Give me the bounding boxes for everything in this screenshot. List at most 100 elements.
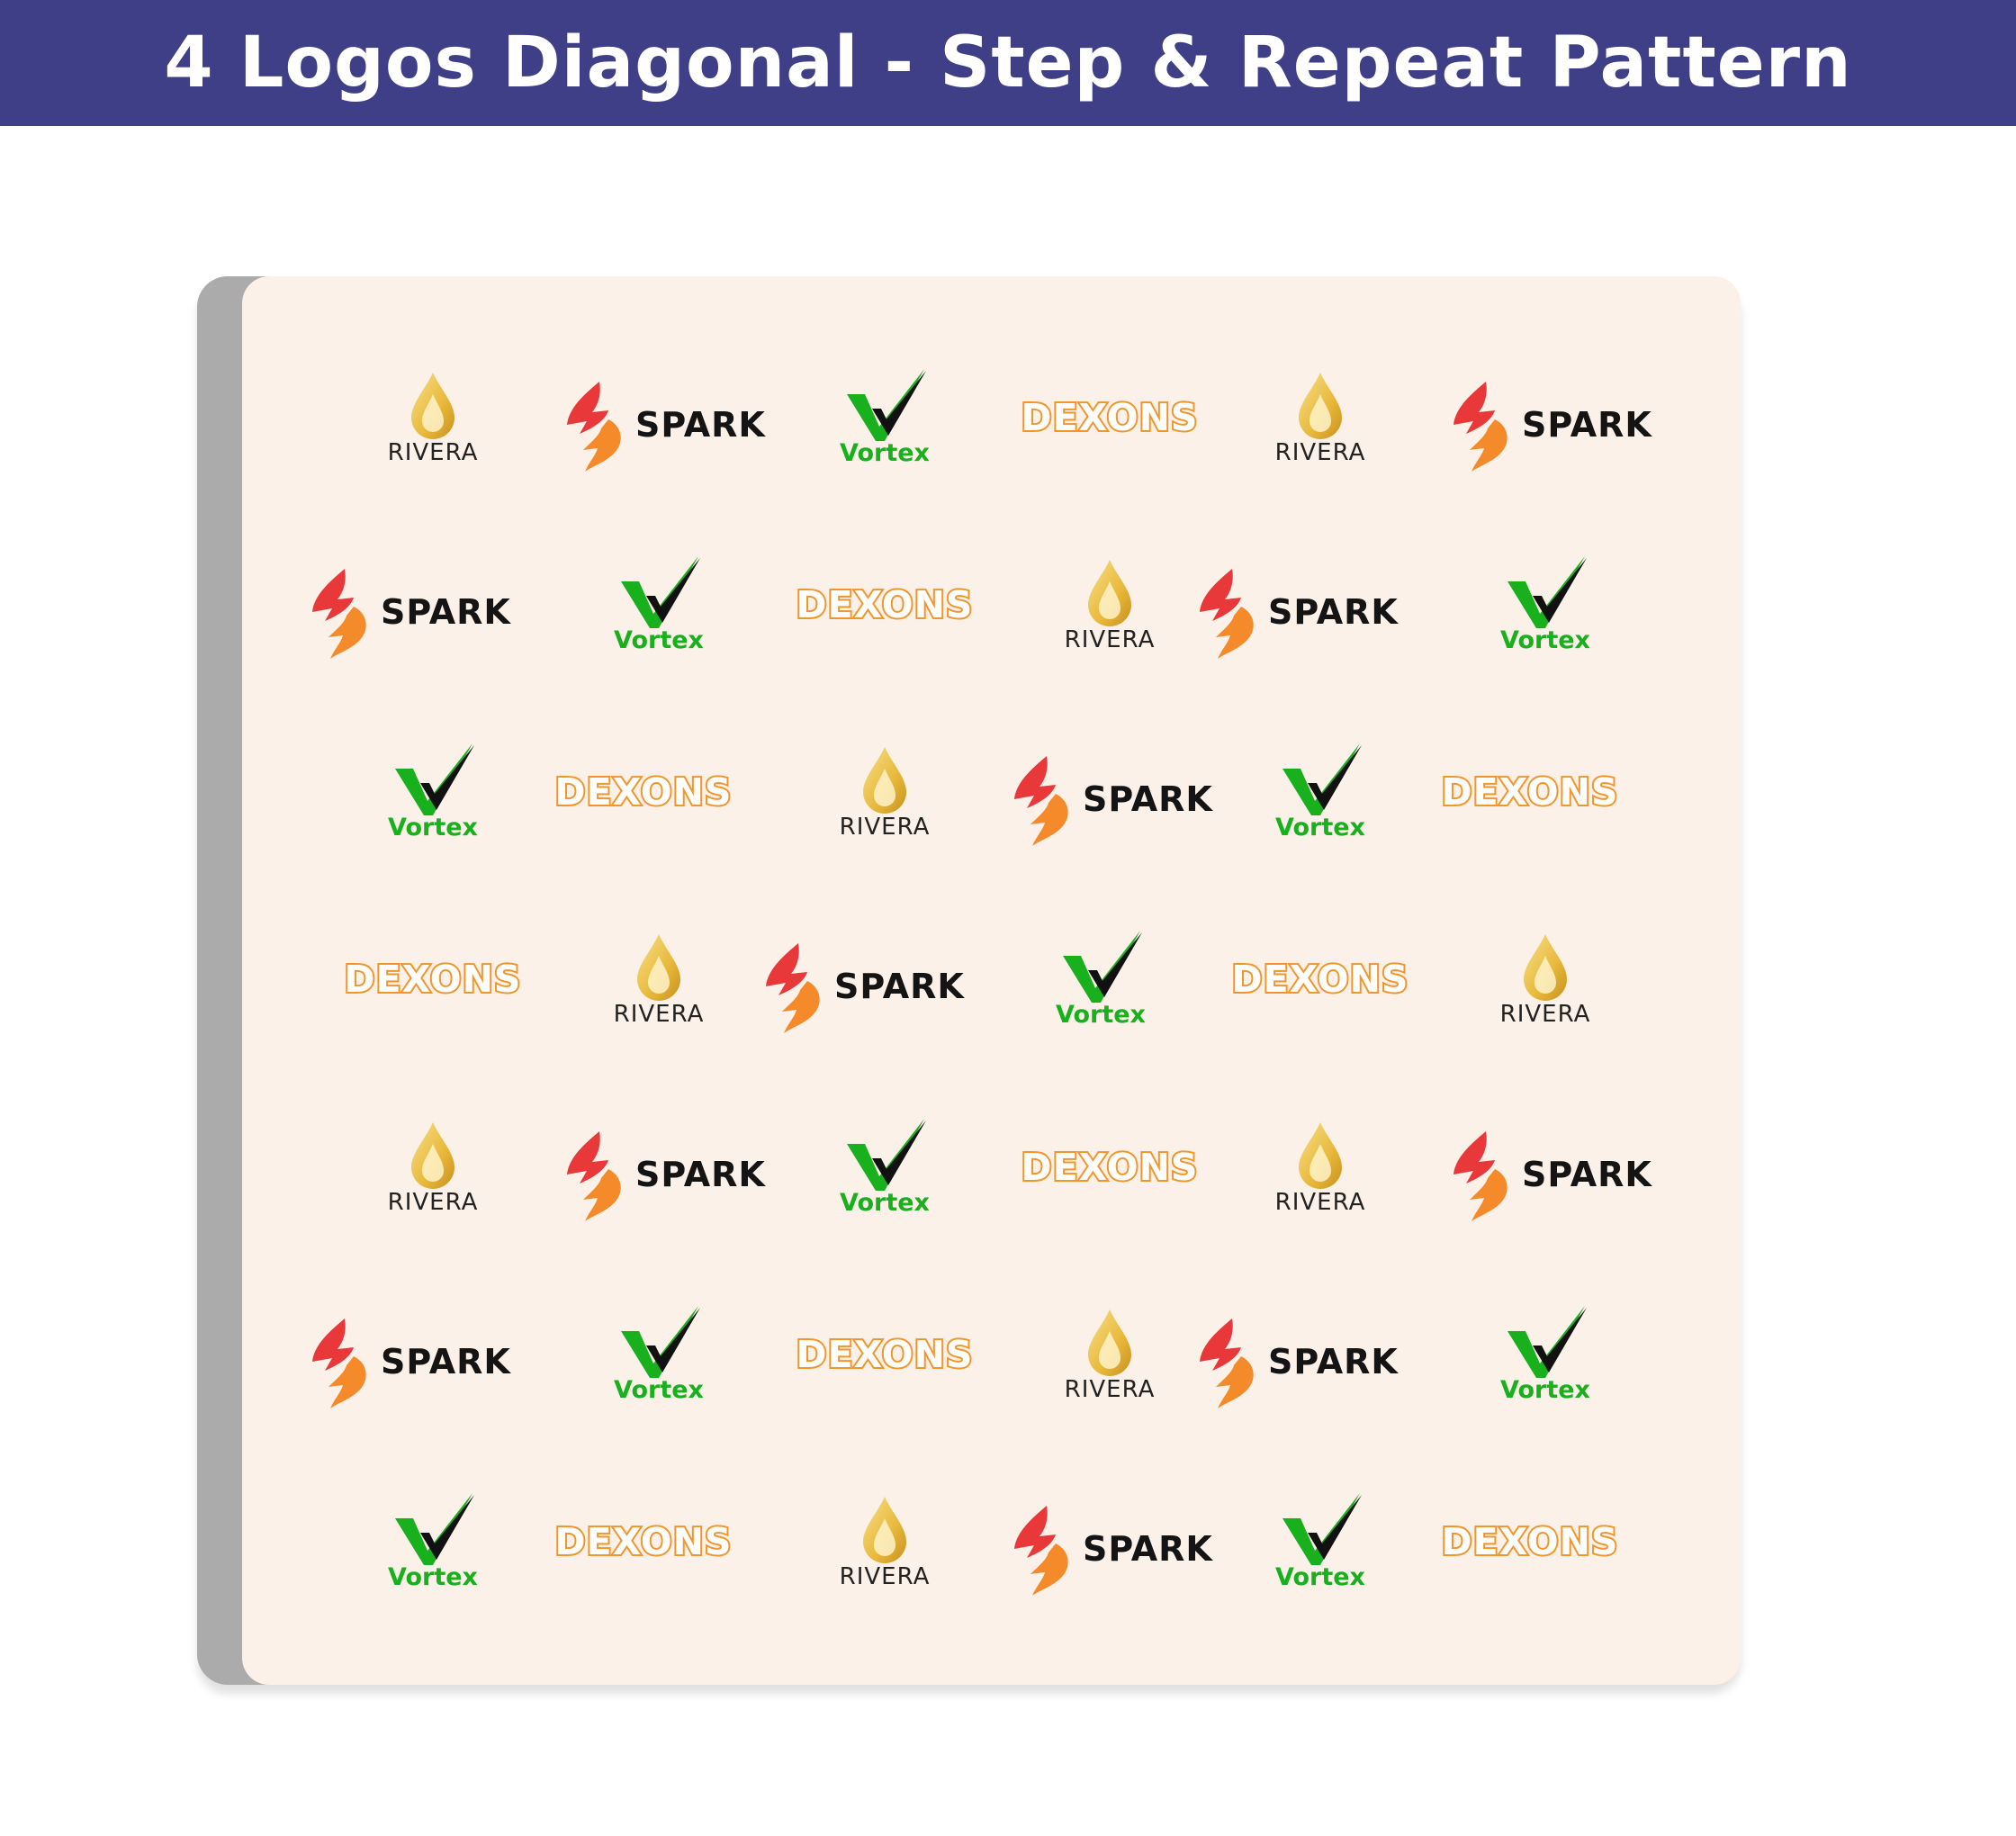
spark-logo: SPARK [551,1112,767,1238]
rivera-logo: RIVERA [1212,1112,1428,1238]
flame-bolt-icon [567,382,621,472]
gold-drop-icon [1524,934,1567,1001]
dexons-logo: DEXONS [536,1486,752,1612]
spark-logo: SPARK [296,1299,512,1425]
checkmark-icon [395,1493,474,1565]
dexons-logo-text: DEXONS [795,581,975,628]
checkmark-icon [847,369,926,441]
dexons-logo-text: DEXONS [1020,1144,1200,1191]
vortex-logo-text: Vortex [1275,1563,1365,1591]
dexons-logo: DEXONS [536,736,752,862]
flame-bolt-icon [1014,756,1068,846]
dexons-logo: DEXONS [777,1299,993,1425]
gold-drop-icon [637,934,680,1001]
vortex-logo: Vortex [993,923,1209,1049]
vortex-logo: Vortex [1437,549,1653,675]
spark-logo-text: SPARK [1268,592,1399,632]
spark-logo-text: SPARK [635,405,766,445]
gold-drop-icon [1299,373,1342,439]
dexons-logo: DEXONS [1002,362,1218,488]
rivera-logo: RIVERA [551,923,767,1049]
dexons-logo-text: DEXONS [554,769,734,815]
gold-drop-icon [1088,560,1131,626]
vortex-logo-text: Vortex [388,814,478,842]
vortex-logo: Vortex [551,1299,767,1425]
rivera-logo: RIVERA [777,1486,993,1612]
flame-bolt-icon [1454,1131,1508,1221]
spark-logo: SPARK [998,736,1214,862]
dexons-logo-text: DEXONS [1230,956,1410,1003]
spark-logo: SPARK [998,1486,1214,1612]
checkmark-icon [1282,743,1362,815]
checkmark-icon [847,1119,926,1191]
rivera-logo: RIVERA [325,362,541,488]
vortex-logo-text: Vortex [614,626,704,654]
vortex-logo-text: Vortex [1500,626,1590,654]
vortex-logo-text: Vortex [1500,1376,1590,1404]
spark-logo: SPARK [1184,549,1400,675]
dexons-logo-text: DEXONS [343,956,523,1003]
gold-drop-icon [411,373,454,439]
spark-logo: SPARK [1437,1112,1653,1238]
checkmark-icon [621,556,700,628]
spark-logo-text: SPARK [1522,1155,1652,1194]
checkmark-icon [1508,556,1587,628]
vortex-logo: Vortex [777,362,993,488]
rivera-logo: RIVERA [1002,549,1218,675]
gold-drop-icon [411,1122,454,1189]
spark-logo: SPARK [1184,1299,1400,1425]
dexons-logo: DEXONS [777,549,993,675]
spark-logo-text: SPARK [1083,779,1213,819]
vortex-logo: Vortex [1212,1486,1428,1612]
vortex-logo-text: Vortex [1056,1001,1146,1029]
dexons-logo-text: DEXONS [1440,769,1620,815]
dexons-logo: DEXONS [1002,1112,1218,1238]
gold-drop-icon [863,747,906,814]
spark-logo: SPARK [750,923,966,1049]
spark-logo: SPARK [296,549,512,675]
vortex-logo: Vortex [551,549,767,675]
rivera-logo-text: RIVERA [1064,626,1156,653]
dexons-logo: DEXONS [325,923,541,1049]
flame-bolt-icon [1454,382,1508,472]
dexons-logo-text: DEXONS [1440,1518,1620,1565]
checkmark-icon [395,743,474,815]
spark-logo: SPARK [1437,362,1653,488]
dexons-logo: DEXONS [1212,923,1428,1049]
dexons-logo-text: DEXONS [554,1518,734,1565]
rivera-logo: RIVERA [325,1112,541,1238]
rivera-logo-text: RIVERA [839,814,931,841]
rivera-logo-text: RIVERA [387,1189,479,1216]
spark-logo-text: SPARK [381,1342,511,1382]
vortex-logo-text: Vortex [614,1376,704,1404]
spark-logo-text: SPARK [1268,1342,1399,1382]
rivera-logo-text: RIVERA [1274,439,1366,466]
spark-logo-text: SPARK [381,592,511,632]
spark-logo-text: SPARK [635,1155,766,1194]
vortex-logo-text: Vortex [840,439,930,467]
rivera-logo-text: RIVERA [1499,1001,1591,1028]
flame-bolt-icon [312,569,366,659]
rivera-logo-text: RIVERA [1274,1189,1366,1216]
vortex-logo: Vortex [325,736,541,862]
rivera-logo: RIVERA [1002,1299,1218,1425]
vortex-logo: Vortex [1212,736,1428,862]
checkmark-icon [1063,931,1142,1003]
vortex-logo: Vortex [325,1486,541,1612]
dexons-logo: DEXONS [1422,1486,1638,1612]
rivera-logo-text: RIVERA [613,1001,705,1028]
flame-bolt-icon [1200,569,1254,659]
gold-drop-icon [863,1497,906,1563]
rivera-logo-text: RIVERA [839,1563,931,1590]
vortex-logo: Vortex [777,1112,993,1238]
rivera-logo: RIVERA [777,736,993,862]
spark-logo-text: SPARK [1522,405,1652,445]
checkmark-icon [621,1306,700,1378]
dexons-logo-text: DEXONS [795,1331,975,1378]
rivera-logo-text: RIVERA [1064,1376,1156,1403]
gold-drop-icon [1299,1122,1342,1189]
checkmark-icon [1508,1306,1587,1378]
vortex-logo-text: Vortex [1275,814,1365,842]
spark-logo: SPARK [551,362,767,488]
